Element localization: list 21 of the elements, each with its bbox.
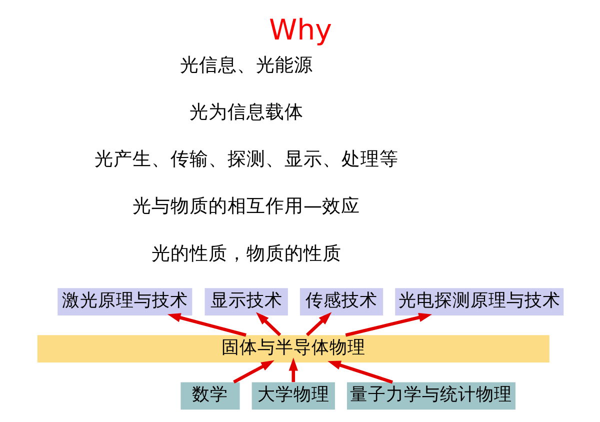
label: 光的性质，物质的性质 [150,243,341,264]
arrow [232,360,274,384]
node-box: 固体与半导体物理 [36,335,549,363]
arrow [305,312,332,336]
diagram-title: Why [268,14,332,47]
arrow [255,312,281,336]
label: 光与物质的相互作用—效应 [132,196,360,218]
label: 光为信息载体 [188,102,303,124]
arrow [327,360,392,384]
node-box: 显示技术 [204,288,288,316]
arrow [288,358,298,382]
node-box: 量子力学与统计物理 [346,382,515,410]
label: 光产生、传输、探测、显示、处理等 [94,149,398,170]
node-box: 数学 [180,382,240,410]
arrow [344,312,432,337]
arrow [166,313,246,337]
node-box: 激光原理与技术 [57,288,192,316]
node-box: 传感技术 [299,288,383,316]
node-box: 光电探测原理与技术 [394,288,564,316]
label: 光信息、光能源 [179,55,312,76]
node-box: 大学物理 [251,382,334,410]
